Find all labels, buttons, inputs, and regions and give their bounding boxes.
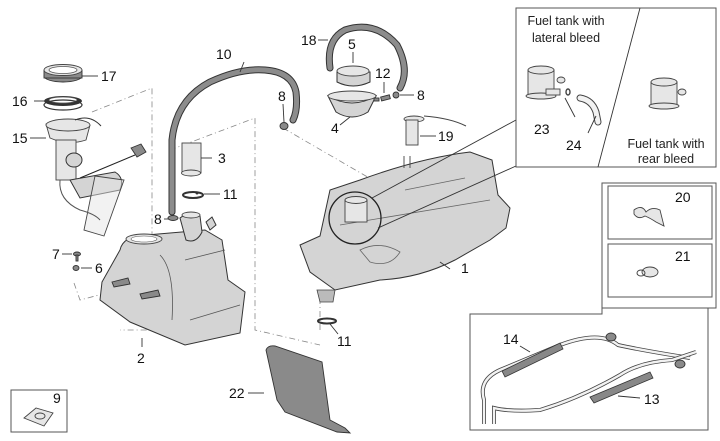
part-8-clip-b[interactable] (167, 215, 179, 221)
callout-18[interactable]: 18 (301, 32, 317, 48)
part-1-main-tank[interactable] (299, 151, 511, 303)
leader-lines (30, 39, 641, 399)
part-3-filter-sleeve[interactable] (181, 142, 202, 177)
part-4-filler-neck[interactable] (326, 90, 380, 118)
callout-8b[interactable]: 8 (154, 211, 162, 227)
callout-24[interactable]: 24 (566, 137, 582, 153)
callout-20[interactable]: 20 (675, 189, 691, 205)
part-23-o-ring[interactable] (565, 88, 571, 96)
inset-rear-line2: rear bleed (638, 152, 694, 166)
callout-2[interactable]: 2 (137, 350, 145, 366)
callout-6[interactable]: 6 (95, 260, 103, 276)
callout-8a[interactable]: 8 (278, 88, 286, 104)
callout-13[interactable]: 13 (644, 391, 660, 407)
part-14-pipe[interactable] (480, 335, 691, 425)
part-15-fuel-pump[interactable] (45, 117, 147, 237)
inset-rear-line1: Fuel tank with (627, 137, 704, 151)
accessory-panel (601, 182, 717, 309)
callout-11b[interactable]: 11 (337, 333, 352, 349)
callout-4[interactable]: 4 (331, 120, 339, 136)
inset-lateral-line1: Fuel tank with (527, 14, 604, 28)
callout-7[interactable]: 7 (52, 246, 60, 262)
part-11-clamp-a[interactable] (182, 191, 204, 199)
callout-14[interactable]: 14 (503, 331, 519, 347)
part-6-nut[interactable] (72, 265, 80, 271)
inset-lateral-line2: lateral bleed (532, 31, 600, 45)
part-8-clip-c[interactable] (392, 91, 400, 99)
part-10-hose[interactable] (168, 66, 301, 216)
callout-5[interactable]: 5 (348, 36, 356, 52)
part-5-fuel-cap[interactable] (336, 65, 371, 87)
part-20-bracket[interactable] (633, 207, 665, 227)
callout-10[interactable]: 10 (216, 46, 232, 62)
callout-9[interactable]: 9 (53, 390, 61, 406)
part-2-aux-tank[interactable] (99, 211, 246, 346)
callout-11a[interactable]: 11 (223, 186, 238, 202)
callout-22[interactable]: 22 (229, 385, 245, 401)
callout-16[interactable]: 16 (12, 93, 28, 109)
part-11-clamp-b[interactable] (317, 317, 337, 325)
part-19-level-sensor[interactable] (403, 115, 467, 146)
inset-zoom-lines (371, 119, 517, 229)
callout-21[interactable]: 21 (675, 248, 691, 264)
part-22-shield-plate[interactable] (265, 345, 352, 434)
part-13-pipe[interactable] (492, 332, 697, 424)
part-9-box (10, 389, 68, 433)
callout-12[interactable]: 12 (375, 65, 391, 81)
part-21-hose-clip[interactable] (636, 266, 659, 278)
pipes-panel (469, 308, 709, 431)
part-24-bleed-pipe[interactable] (576, 94, 602, 126)
callout-19[interactable]: 19 (438, 128, 454, 144)
callout-labels: 1 2 3 4 5 6 7 8 8 8 9 10 11 11 12 13 14 … (12, 32, 691, 407)
callout-3[interactable]: 3 (218, 150, 226, 166)
part-8-clip-a[interactable] (279, 122, 289, 130)
part-7-screw[interactable] (73, 251, 81, 262)
part-23-24-lateral-neck[interactable] (525, 65, 566, 100)
callout-23[interactable]: 23 (534, 121, 550, 137)
callout-17[interactable]: 17 (101, 68, 117, 84)
inset-bleed-variants: Fuel tank with lateral bleed Fuel tank w… (515, 7, 717, 168)
callout-15[interactable]: 15 (12, 130, 28, 146)
part-17-lock-ring[interactable] (43, 64, 83, 83)
part-12-valve[interactable] (380, 94, 391, 102)
callout-1[interactable]: 1 (461, 260, 469, 276)
callout-8c[interactable]: 8 (417, 87, 425, 103)
part-16-gasket[interactable] (43, 96, 83, 111)
part-18-vent-hose[interactable] (325, 23, 408, 92)
part-9-clip-nut[interactable] (23, 407, 54, 427)
rear-bleed-neck (648, 77, 687, 110)
